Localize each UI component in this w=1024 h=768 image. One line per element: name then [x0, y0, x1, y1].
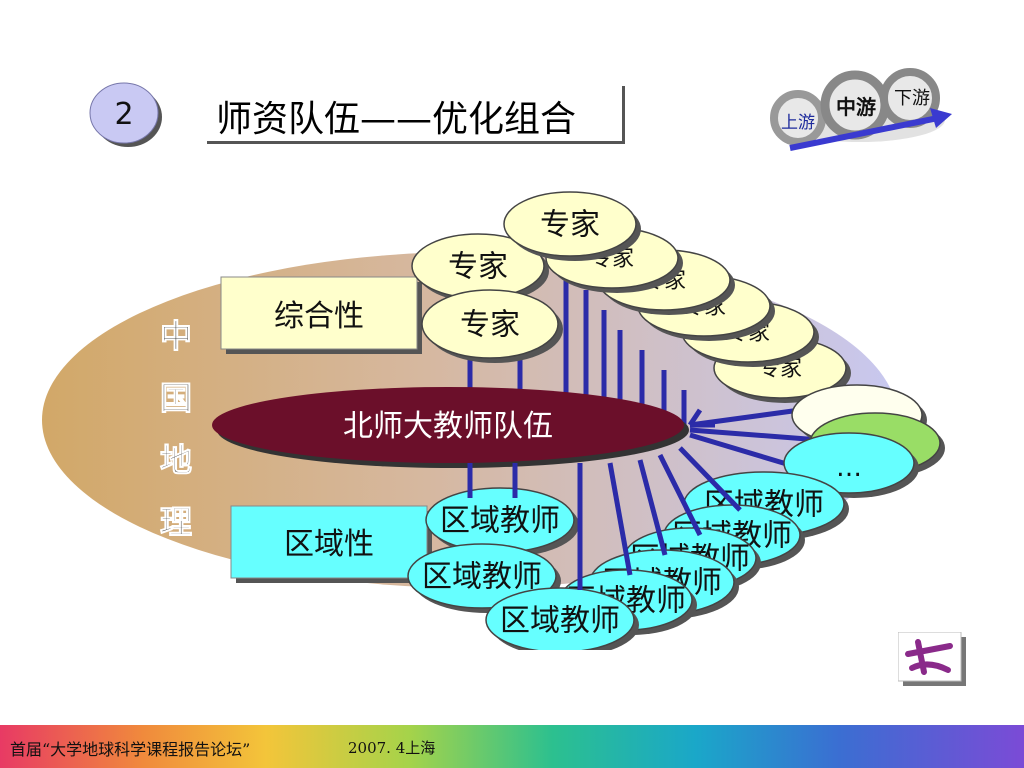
vertical-label-char: 中 — [160, 317, 192, 355]
regional-teacher-label: 区域教师 — [422, 560, 542, 595]
connector-line — [657, 453, 703, 537]
title-frame — [207, 86, 625, 144]
connector-line — [607, 462, 633, 576]
connector-line — [637, 459, 668, 556]
footer-date: 2007. 4上海 — [348, 739, 436, 757]
expert-label: 专家 — [540, 208, 600, 243]
comprehensive-box — [220, 276, 418, 350]
extra-oval-cyan — [783, 432, 915, 494]
footer-bar — [0, 725, 1024, 768]
flow-arrow-head — [930, 108, 952, 128]
connector-line — [689, 432, 791, 468]
slide-number-badge: 2 — [89, 82, 162, 147]
flow-arrow-line — [789, 115, 939, 151]
expert-ovals: 专家专家专家专家专家专家专家专家 — [411, 191, 851, 403]
expert-oval — [503, 191, 637, 257]
connector-line — [689, 427, 821, 443]
footer-forum-text: 首届“大学地球科学课程报告论坛” — [10, 740, 251, 759]
expert-label: 专家 — [460, 308, 520, 343]
connector-line — [689, 407, 801, 428]
downstream-label: 下游 — [894, 88, 930, 109]
ellipsis-label: … — [836, 453, 862, 483]
corner-logo-icon — [898, 632, 966, 686]
vertical-label-char: 国 — [160, 379, 192, 417]
midstream-label: 中游 — [836, 95, 876, 119]
center-oval — [212, 387, 684, 463]
comprehensive-label: 综合性 — [274, 299, 364, 334]
upstream-ring — [770, 90, 826, 146]
expert-label: 专家 — [448, 250, 508, 285]
flow-logo: 上游 中游 下游 — [770, 68, 952, 151]
slide-title: 师资队伍——优化组合 — [216, 99, 577, 140]
regional-box — [230, 505, 428, 579]
regional-teacher-oval — [485, 587, 635, 650]
extra-ovals: … — [783, 384, 945, 498]
regional-teacher-label: 区域教师 — [500, 604, 620, 639]
regional-teacher-label: 区域教师 — [440, 504, 560, 539]
upstream-label: 上游 — [781, 113, 815, 133]
slide-number: 2 — [114, 97, 133, 132]
vertical-label-char: 地 — [160, 441, 192, 479]
center-label: 北师大教师队伍 — [343, 409, 553, 444]
regional-teacher-oval — [407, 543, 557, 609]
teacher-ovals: 区域教师区域教师区域教师区域教师区域教师区域教师区域教师区域教师 — [407, 471, 849, 650]
vertical-label-char: 理 — [160, 503, 192, 541]
expert-oval — [421, 289, 559, 359]
regional-label: 区域性 — [284, 527, 374, 562]
connector-line — [678, 446, 742, 512]
front-connector-lines — [467, 446, 742, 590]
